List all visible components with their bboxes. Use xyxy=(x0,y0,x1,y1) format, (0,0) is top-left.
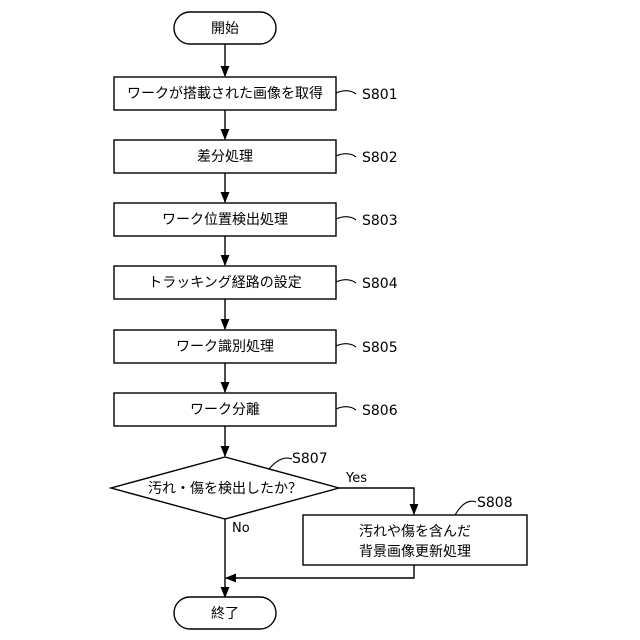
step-leader xyxy=(336,344,356,347)
step-id: S801 xyxy=(362,87,398,103)
step-leader xyxy=(269,458,292,469)
decision-label: 汚れ・傷を検出したか？ xyxy=(148,481,302,497)
process-step-s806: ワーク分離 S806 xyxy=(114,393,398,426)
process-step-s805: ワーク識別処理 S805 xyxy=(114,330,398,363)
step-label: ワーク識別処理 xyxy=(176,339,274,355)
decision-s807: 汚れ・傷を検出したか？ S807 xyxy=(111,451,339,519)
merge-connector xyxy=(226,565,414,578)
start-label: 開始 xyxy=(211,21,239,37)
step-leader xyxy=(455,501,476,515)
step-id: S806 xyxy=(362,403,398,419)
process-step-s804: トラッキング経路の設定 S804 xyxy=(114,266,398,299)
step-leader xyxy=(336,280,356,283)
step-leader xyxy=(336,91,356,94)
step-id: S808 xyxy=(477,495,513,511)
yes-connector xyxy=(339,488,414,514)
step-label-line2: 背景画像更新処理 xyxy=(359,544,471,560)
step-label: トラッキング経路の設定 xyxy=(148,275,302,291)
step-leader xyxy=(336,407,356,410)
no-label: No xyxy=(232,521,250,536)
yes-label: Yes xyxy=(345,471,367,486)
process-step-s801: ワークが搭載された画像を取得 S801 xyxy=(114,77,398,110)
step-id: S805 xyxy=(362,340,398,356)
process-step-s802: 差分処理 S802 xyxy=(114,140,398,173)
end-terminal: 終了 xyxy=(174,597,276,629)
start-terminal: 開始 xyxy=(174,12,276,44)
step-label: ワーク位置検出処理 xyxy=(162,212,288,228)
step-label: ワーク分離 xyxy=(190,401,260,418)
step-id: S802 xyxy=(362,150,398,166)
step-id: S803 xyxy=(362,213,398,229)
step-id: S807 xyxy=(292,451,328,467)
step-label-line1: 汚れや傷を含んだ xyxy=(359,524,471,540)
end-label: 終了 xyxy=(211,606,239,622)
step-id: S804 xyxy=(362,276,398,292)
step-label: ワークが搭載された画像を取得 xyxy=(127,85,323,102)
step-leader xyxy=(336,154,356,157)
step-label: 差分処理 xyxy=(197,149,253,165)
process-step-s803: ワーク位置検出処理 S803 xyxy=(114,203,398,236)
step-leader xyxy=(336,217,356,220)
process-step-s808: 汚れや傷を含んだ 背景画像更新処理 S808 xyxy=(303,495,527,565)
